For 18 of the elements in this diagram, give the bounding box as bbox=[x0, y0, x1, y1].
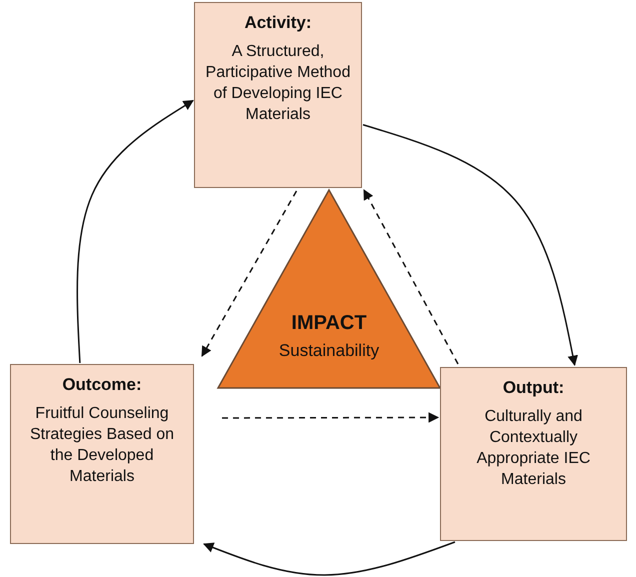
node-text: Sustainability bbox=[278, 341, 380, 361]
node-heading: Activity: bbox=[243, 13, 313, 33]
node-heading: Output: bbox=[502, 378, 566, 398]
impact-triangle bbox=[216, 188, 442, 390]
arrow bbox=[201, 190, 298, 357]
node-heading: Outcome: bbox=[61, 375, 143, 395]
process-box bbox=[10, 364, 194, 544]
arrow bbox=[76, 100, 194, 364]
arrow bbox=[203, 541, 456, 576]
arrow bbox=[222, 412, 440, 423]
node-heading: IMPACT bbox=[290, 312, 368, 335]
node-text: A Structured, Participative Method of Developing IEC Materials bbox=[204, 42, 352, 125]
arrow bbox=[363, 189, 459, 364]
arrow bbox=[362, 124, 578, 366]
node-text: Culturally and Contextually Appropriate IEC Materials bbox=[476, 407, 592, 490]
process-box bbox=[194, 2, 362, 188]
node-text: Fruitful Counseling Strategies Based on the Developed Materials bbox=[28, 404, 176, 487]
process-box bbox=[440, 367, 627, 541]
